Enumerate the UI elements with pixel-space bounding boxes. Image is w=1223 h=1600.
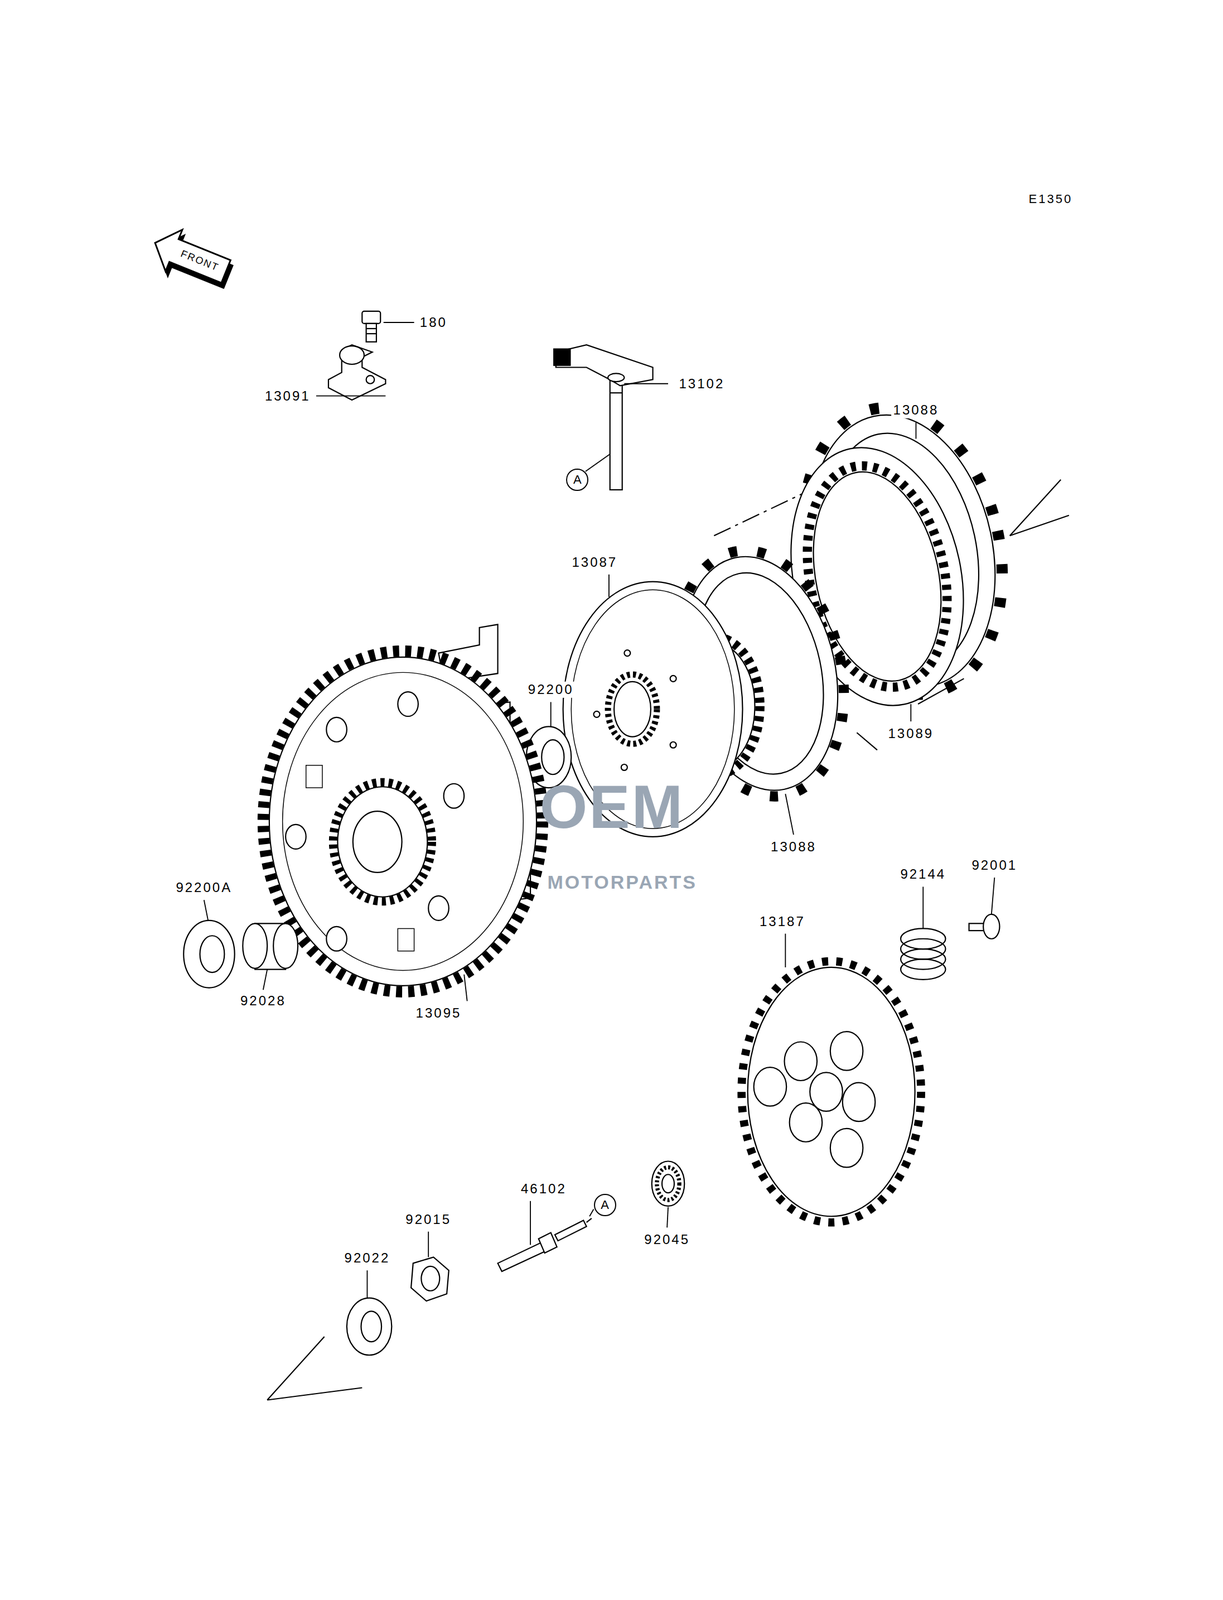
front-arrow: [144, 221, 239, 298]
nut-92015: [411, 1256, 449, 1301]
pushrod-46102: [498, 1217, 592, 1271]
watermark-text: OEM: [538, 771, 687, 840]
spring-92144: [900, 927, 946, 979]
callout-number: 13087: [569, 554, 620, 570]
leader-lines: [204, 322, 995, 1298]
callout-number: 92200: [526, 681, 576, 698]
bearing-92045: [651, 1160, 685, 1206]
reference-circle: A: [566, 468, 589, 491]
reference-circle: A: [593, 1193, 617, 1216]
callout-number: 92001: [969, 857, 1019, 873]
callout-number: 13095: [414, 1004, 464, 1021]
callout-number: 92022: [342, 1249, 393, 1266]
callout-number: 13187: [757, 912, 807, 929]
callout-number: 13091: [263, 387, 313, 404]
bracket-13091: [328, 344, 386, 400]
bolt-92001: [969, 914, 1000, 939]
callout-number: 13102: [677, 375, 727, 392]
washer-92200A: [183, 920, 235, 988]
callout-number: 13088: [891, 402, 941, 418]
release-shaft-13102: [553, 344, 653, 490]
callout-number: 92015: [403, 1210, 453, 1227]
bushing-92028: [242, 922, 298, 969]
callout-number: 92200A: [173, 879, 234, 896]
callout-number: 13088: [769, 838, 819, 855]
reference-letter: A: [600, 1198, 609, 1211]
callout-number: 92028: [238, 992, 288, 1009]
pressure-plate-13187: [741, 960, 922, 1222]
watermark-text: MOTORPARTS: [545, 871, 699, 893]
reference-letter: A: [573, 473, 582, 486]
clutch-housing-13095: [263, 624, 543, 992]
bolt-180: [361, 311, 381, 342]
callout-number: 92045: [642, 1231, 692, 1247]
callout-number: 180: [418, 314, 449, 331]
callout-number: E1350: [1027, 191, 1075, 207]
callout-number: 13089: [886, 725, 936, 742]
callout-number: 46102: [519, 1180, 569, 1197]
callout-number: 92144: [898, 866, 948, 882]
washer-92022: [346, 1297, 392, 1355]
